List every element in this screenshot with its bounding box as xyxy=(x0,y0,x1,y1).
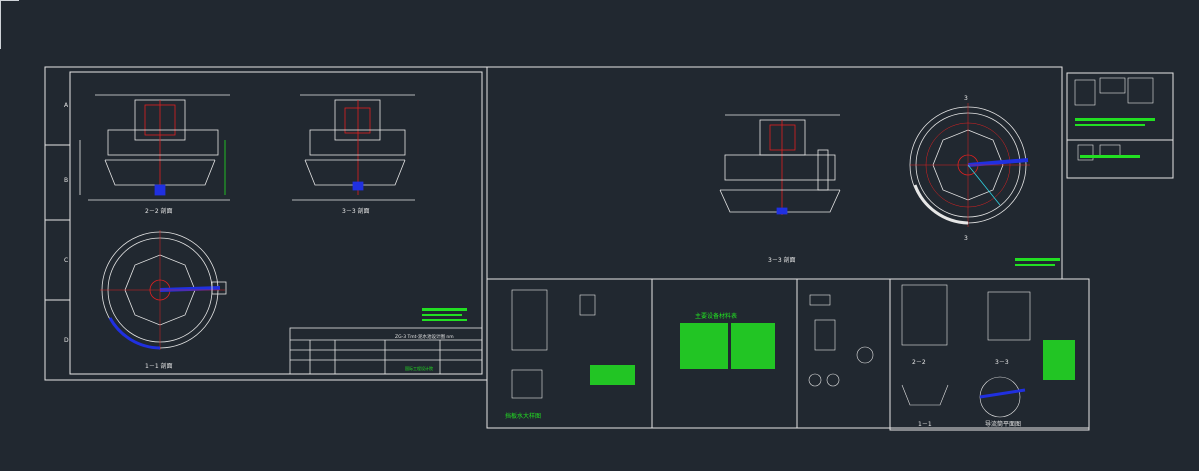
row-letter: C xyxy=(64,257,68,264)
drawing-sheet-1[interactable] xyxy=(44,66,488,381)
row-letter: A xyxy=(64,102,69,109)
section-mark-bottom: 3 xyxy=(964,235,968,242)
view-caption: 2－2 xyxy=(912,359,926,366)
plan-1-1-drawing xyxy=(100,230,227,350)
view-caption: 1－1 剖面 xyxy=(145,362,173,370)
view-caption: 导流筒平面图 xyxy=(985,420,1021,428)
row-letter: D xyxy=(64,337,69,344)
section-3-3-drawing-right xyxy=(719,114,841,215)
view-caption: 3－3 xyxy=(995,359,1009,366)
drawing-sheet-3[interactable] xyxy=(486,278,1090,431)
notes-block-green xyxy=(1015,118,1155,266)
view-caption: 2－2 剖面 xyxy=(145,207,173,215)
section-3-3-drawing-left xyxy=(292,94,415,201)
section-mark-top: 3 xyxy=(964,95,968,102)
title-block-company: 国际工程设计院 xyxy=(405,365,433,371)
row-letter: B xyxy=(64,177,68,184)
drawing-sheet-2[interactable] xyxy=(486,66,1174,280)
canvas-corner-mark xyxy=(0,0,19,49)
view-caption: 1－1 xyxy=(918,421,932,428)
section-2-2-drawing xyxy=(79,94,230,201)
view-caption: 挡板水大样图 xyxy=(505,412,541,420)
view-caption: 3－3 剖面 xyxy=(768,256,796,264)
table-caption: 主要设备材料表 xyxy=(695,312,737,320)
material-table xyxy=(590,323,1075,385)
title-block xyxy=(289,327,483,375)
notes-block-green xyxy=(422,308,467,321)
view-caption: 3－3 剖面 xyxy=(342,207,370,215)
row-marker-letters: A B C D xyxy=(64,102,69,344)
plan-drawing-right xyxy=(909,103,1030,227)
detail-drawings xyxy=(511,284,1031,418)
title-block-project-line: ZG-3 Tmt-泥水池设计图 nm xyxy=(395,333,454,340)
